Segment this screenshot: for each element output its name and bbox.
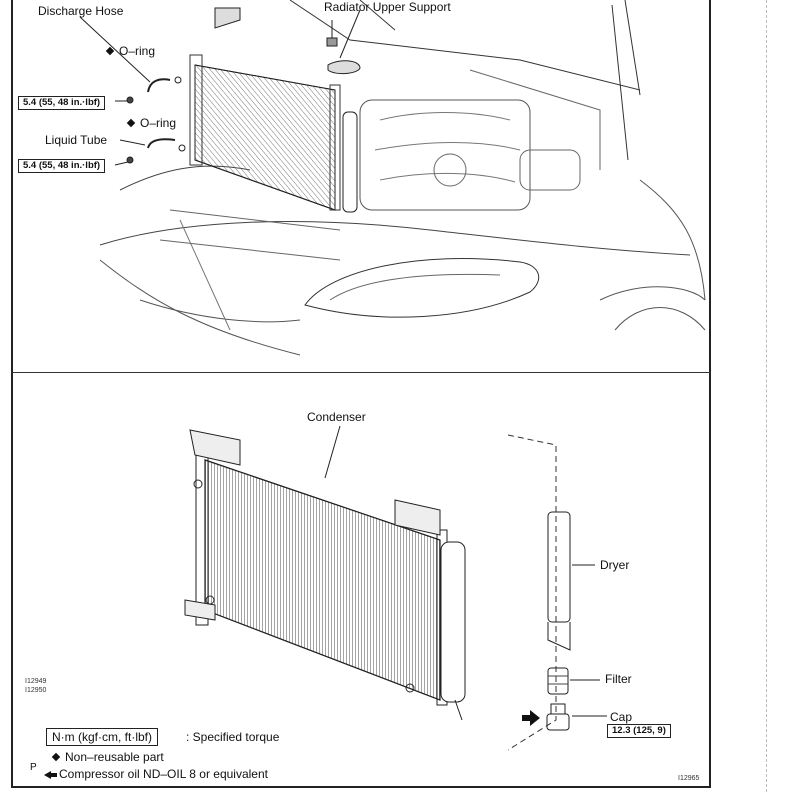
figure-id-2: I12950 [25,687,47,694]
non-reusable-legend: Non–reusable part [51,750,164,764]
condenser-label: Condenser [307,410,366,424]
oil-arrow-icon [522,710,540,726]
engine-bay-illustration [79,0,706,356]
section-divider [11,372,711,373]
margin-line [766,0,767,792]
diamond-icon [51,752,61,762]
oil-arrow-icon [44,770,51,779]
page-frame [11,0,711,788]
compressor-oil-legend: Compressor oil ND–OIL 8 or equivalent [44,767,268,781]
cap-label: Cap [610,710,633,724]
liquid-tube-label: Liquid Tube [45,133,108,147]
specified-torque-text: : Specified torque [186,730,280,744]
oil-marker: P [30,762,37,773]
torque-liquid-box: 5.4 (55, 48 in.·lbf) [18,159,106,173]
torque-cap-box: 12.3 (125, 9) [607,724,671,738]
torque-discharge-box: 5.4 (55, 48 in.·lbf) [18,96,106,110]
figure-id-1: I12949 [25,678,47,685]
page-id: I12965 [678,775,700,782]
radiator-upper-support-label: Radiator Upper Support [324,0,451,14]
dryer-label: Dryer [600,558,630,572]
oring-upper-label: O–ring [105,44,155,58]
filter-label: Filter [605,672,632,686]
oring-lower-label: O–ring [126,116,176,130]
torque-unit-box: N·m (kgf·cm, ft·lbf) [46,728,158,746]
condenser-top [189,54,341,211]
condenser-bottom [184,429,448,706]
discharge-hose-label: Discharge Hose [38,4,124,18]
